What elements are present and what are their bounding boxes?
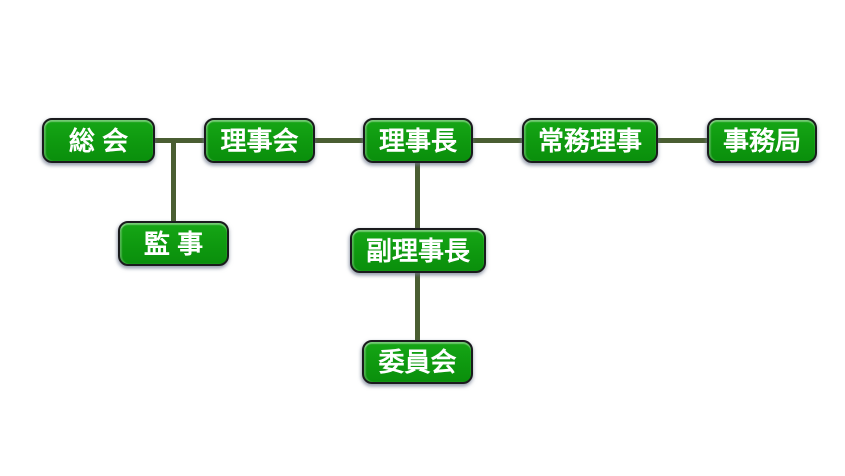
org-node-soukai: 総 会: [42, 118, 155, 163]
org-node-soukai-label: 総 会: [68, 125, 129, 156]
org-node-rijicho-label: 理事長: [378, 125, 457, 156]
connector-kanji-vertical: [171, 140, 176, 221]
org-node-rijikai: 理事会: [204, 118, 315, 163]
org-node-iinkai-label: 委員会: [378, 347, 457, 377]
org-node-iinkai: 委員会: [362, 340, 473, 384]
org-node-rijicho: 理事長: [363, 118, 473, 163]
org-node-rijikai-label: 理事会: [220, 125, 299, 156]
org-node-fukurijicho-label: 副理事長: [365, 235, 470, 266]
org-node-kanji-label: 監 事: [143, 228, 204, 259]
org-node-jimukyoku: 事務局: [707, 118, 817, 163]
org-node-jomuriji: 常務理事: [522, 118, 658, 163]
org-node-jimukyoku-label: 事務局: [722, 125, 801, 156]
org-node-jomuriji-label: 常務理事: [537, 125, 642, 156]
org-node-fukurijicho: 副理事長: [350, 228, 486, 273]
org-node-kanji: 監 事: [118, 221, 229, 266]
